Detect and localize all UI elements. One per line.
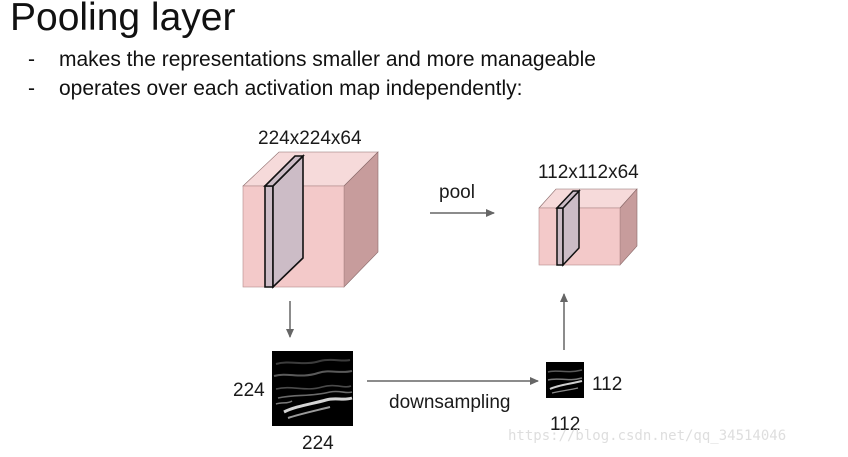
output-activation-slice-top	[555, 190, 581, 209]
bullet-marker: -	[28, 48, 35, 71]
output-volume	[538, 188, 638, 267]
downsampling-label: downsampling	[389, 392, 510, 413]
input-volume	[242, 151, 379, 289]
output-map-height-label: 112	[592, 374, 622, 395]
input-map-height-label: 224	[233, 380, 265, 401]
input-map-width-label: 224	[302, 433, 334, 454]
input-activation-map	[272, 351, 353, 426]
input-volume-label: 224x224x64	[258, 128, 362, 149]
page-title: Pooling layer	[10, 0, 236, 39]
bullet-list: - makes the representations smaller and …	[28, 45, 596, 103]
output-activation-slice	[556, 207, 564, 266]
watermark: https://blog.csdn.net/qq_34514046	[508, 428, 787, 444]
bullet-text: operates over each activation map indepe…	[59, 77, 523, 100]
bullet-item: - operates over each activation map inde…	[28, 74, 596, 103]
pool-label: pool	[439, 182, 475, 203]
bullet-item: - makes the representations smaller and …	[28, 45, 596, 74]
bullet-marker: -	[28, 77, 35, 100]
output-volume-label: 112x112x64	[538, 162, 639, 183]
bullet-text: makes the representations smaller and mo…	[59, 48, 596, 71]
output-map-width-label: 112	[550, 414, 580, 435]
output-activation-map	[546, 362, 584, 398]
input-activation-slice	[264, 185, 274, 288]
input-activation-slice-top	[263, 155, 305, 187]
